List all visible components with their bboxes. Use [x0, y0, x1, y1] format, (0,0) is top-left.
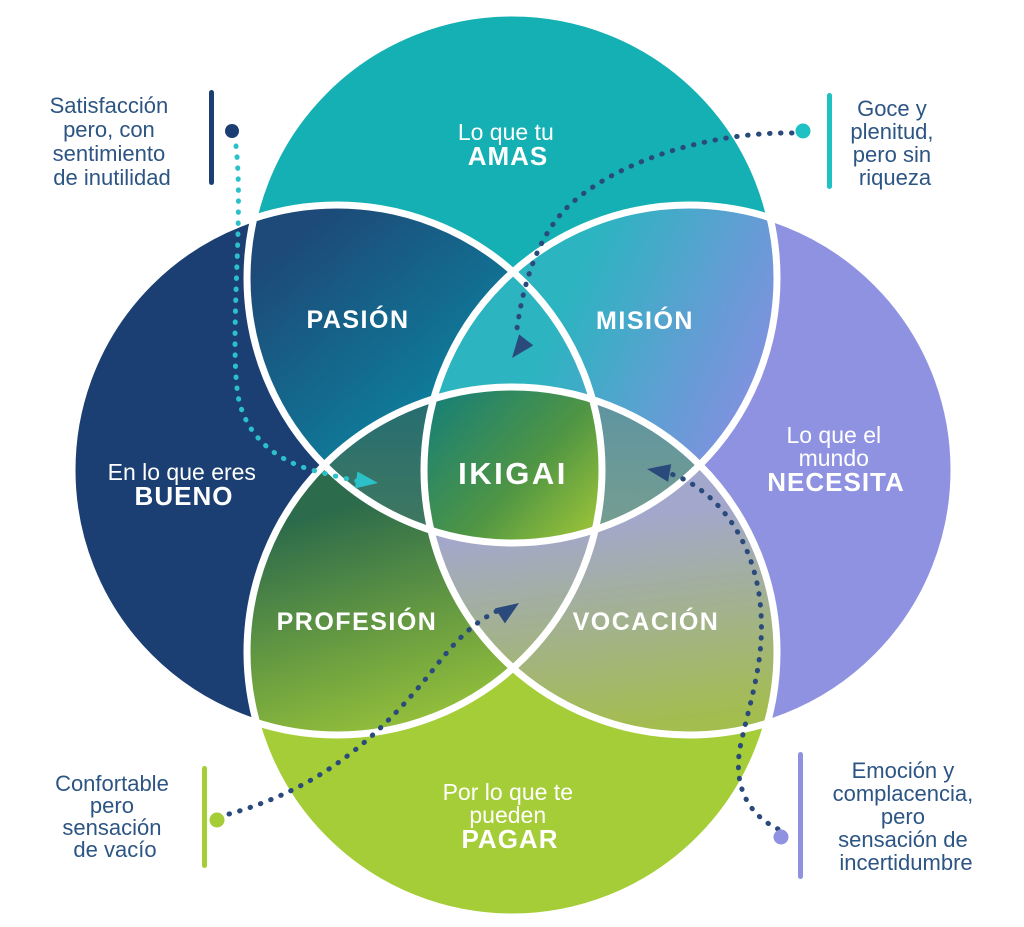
annotation-top-left: Satisfacción pero, con sentimiento de in… — [50, 93, 175, 190]
label-ikigai: IKIGAI — [458, 456, 568, 491]
annotation-bottom-left: Confortable pero sensación de vacío — [55, 771, 175, 862]
connector-bottom-left — [226, 607, 502, 817]
arrowhead-bottom-right — [647, 464, 672, 482]
bar-top-right — [827, 93, 832, 189]
connector-top-left — [232, 143, 360, 484]
dot-bottom-left — [209, 812, 225, 828]
label-mission: MISIÓN — [596, 305, 694, 335]
label-love: Lo que tu AMAS — [458, 119, 558, 171]
dot-top-right — [795, 123, 811, 139]
label-profession: PROFESIÓN — [277, 606, 438, 636]
wing-left-tint — [247, 387, 602, 543]
connector-bottom-right — [661, 469, 781, 832]
annotation-bottom-right: Emoción y complacencia, pero sensación d… — [833, 758, 980, 875]
bar-bottom-right — [798, 752, 803, 879]
label-good: En lo que eres BUENO — [108, 459, 261, 511]
connector-top-right — [513, 130, 795, 339]
dot-top-left — [225, 124, 239, 138]
label-needs: Lo que el mundo NECESITA — [767, 422, 905, 497]
outline-needs — [420, 201, 958, 739]
label-passion: PASIÓN — [307, 304, 410, 334]
outline-paid — [243, 383, 781, 921]
label-vocation: VOCACIÓN — [573, 606, 720, 636]
outline-love — [243, 9, 781, 547]
outline-good — [68, 201, 606, 739]
arrowhead-bottom-left — [494, 603, 519, 624]
wing-right-tint — [424, 387, 777, 543]
label-paid: Por lo que te pueden PAGAR — [443, 779, 578, 854]
arrowhead-top-left — [355, 471, 378, 489]
arrowhead-top-right — [512, 334, 534, 358]
annotation-top-right: Goce y plenitud, pero sin riqueza — [850, 96, 939, 190]
dot-bottom-right — [773, 829, 789, 845]
bar-bottom-left — [202, 766, 207, 868]
bar-top-left — [209, 90, 214, 185]
